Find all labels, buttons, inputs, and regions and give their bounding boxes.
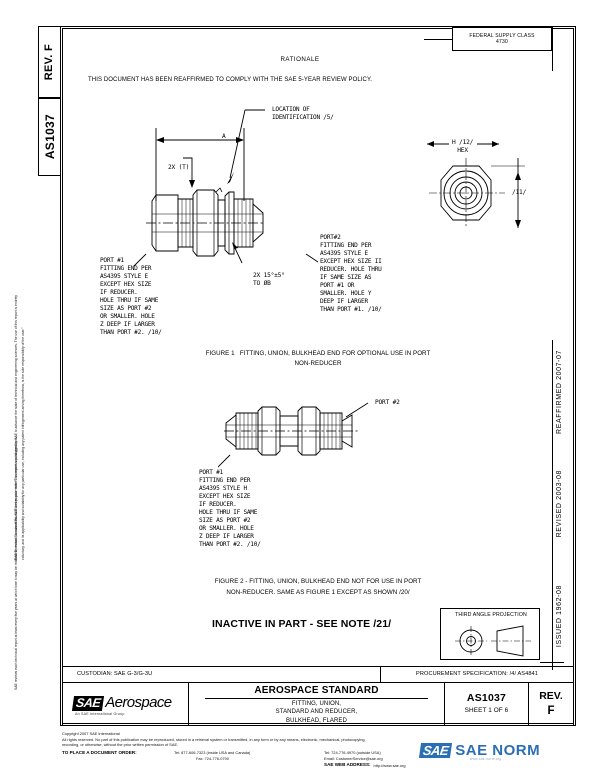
figure2-port2-label: PORT #2 <box>375 399 400 406</box>
title-block-main-row: SAE Aerospace An SAE International Group… <box>62 682 574 726</box>
third-angle-projection-label: THIRD ANGLE PROJECTION <box>455 612 527 618</box>
legal-notice-line-3: SAE reviews each technical report at lea… <box>14 436 18 690</box>
title-block: CUSTODIAN: SAE G-3/G-3U PROCUREMENT SPEC… <box>62 666 574 726</box>
footer-order-contacts-left: Tel: 877-606-7323 (inside USA and Canada… <box>174 750 324 761</box>
footer-address-value[interactable]: http://www.sae.org <box>373 763 406 769</box>
title-block-rev-label: REV. <box>539 690 563 702</box>
third-angle-projection-symbol <box>455 625 531 657</box>
custodian-field: CUSTODIAN: SAE G-3/G-3U <box>63 667 381 682</box>
title-block-top-row: CUSTODIAN: SAE G-3/G-3U PROCUREMENT SPEC… <box>62 666 574 682</box>
title-block-title-cell: AEROSPACE STANDARD FITTING, UNION, STAND… <box>189 683 445 725</box>
figure1-caption-line1: FIGURE 1 FITTING, UNION, BULKHEAD END FO… <box>205 350 431 357</box>
third-angle-projection-box: THIRD ANGLE PROJECTION <box>440 608 540 660</box>
footer-order-row: TO PLACE A DOCUMENT ORDER: Tel: 877-606-… <box>62 750 532 761</box>
rationale-body: THIS DOCUMENT HAS BEEN REAFFIRMED TO COM… <box>88 77 373 83</box>
footer-order-contacts-right: Tel: 724-776-4970 (outside USA) Email: C… <box>324 750 532 761</box>
title-block-sheet: SHEET 1 OF 6 <box>464 707 509 714</box>
figure1-end-view <box>427 141 525 228</box>
federal-supply-class-box: FEDERAL SUPPLY CLASS 4730 <box>452 27 552 51</box>
figure1-caption-line2: NON-REDUCER <box>294 360 342 367</box>
fsc-leader-line <box>424 39 452 40</box>
figure1-port1-note: PORT #1 FITTING END PER AS4395 STYLE E E… <box>100 257 162 337</box>
revised-date: REVISED 2003-08 <box>556 470 563 538</box>
sae-norm-watermark: SAE SAE NORM <box>418 742 541 759</box>
legal-notice-line-2: voluntary, and its applicability and sui… <box>21 327 25 560</box>
title-block-as-number: AS1037 <box>466 692 507 704</box>
figure2-caption-line2: NON-REDUCER. SAME AS FIGURE 1 EXCEPT AS … <box>226 589 410 596</box>
figure1-hex-dim: H /12/ HEX <box>452 139 474 154</box>
figure1-dim-2xt: 2X (T) <box>168 164 190 171</box>
footer-rights-line-1: All rights reserved. No part of this pub… <box>62 736 366 742</box>
drawing-frame-inner <box>62 28 574 724</box>
federal-supply-class-value: 4730 <box>496 39 508 46</box>
subtitle-line-2: STANDARD AND REDUCER, <box>275 709 358 716</box>
sae-logo-tagline: An SAE International Group <box>75 712 125 716</box>
federal-supply-class-label: FEDERAL SUPPLY CLASS <box>469 33 535 39</box>
watermark-mark: SAE <box>418 743 453 758</box>
subtitle-line-1: FITTING, UNION, <box>291 701 342 707</box>
footer-order-label: TO PLACE A DOCUMENT ORDER: <box>62 749 137 755</box>
footer: Copyright 2007 SAE International All rig… <box>62 731 532 769</box>
rev-tab-value: F <box>43 43 56 51</box>
procurement-specification-field: PROCUREMENT SPECIFICATION: /4/ AS4841 <box>416 671 538 677</box>
watermark-text: SAE NORM <box>455 742 541 759</box>
subtitle-line-3: BULKHEAD, FLARED <box>286 717 347 724</box>
fsc-vertical-rule <box>552 27 553 71</box>
footer-fax: Fax: 724-776-0790 <box>196 755 229 761</box>
heading-underline <box>205 698 428 699</box>
footer-address-label: SAE WEB ADDRESS: <box>324 762 371 768</box>
revision-dates-rule <box>552 340 553 670</box>
figure2-caption-line1: FIGURE 2 - FITTING, UNION, BULKHEAD END … <box>214 578 422 585</box>
title-block-rev-value: F <box>547 705 555 717</box>
title-block-number-cell: AS1037 SHEET 1 OF 6 <box>445 683 529 725</box>
figure1-ref-11: /11/ <box>512 189 527 196</box>
footer-copyright: Copyright 2007 SAE International <box>62 731 120 736</box>
rationale-title: RATIONALE <box>280 56 320 63</box>
aerospace-standard-heading: AEROSPACE STANDARD <box>254 685 379 696</box>
figure2-port1-note: PORT #1 FITTING END PER AS4395 STYLE H E… <box>199 469 261 549</box>
footer-rights-line-2: recording, or otherwise, without the pri… <box>62 742 179 748</box>
sae-aerospace-logo: SAE Aerospace An SAE International Group <box>63 683 189 725</box>
sae-logo-mark: SAE <box>71 696 105 711</box>
revision-dates-tick <box>540 662 564 663</box>
title-block-subtitle: FITTING, UNION, STANDARD AND REDUCER, BU… <box>189 700 444 725</box>
figure1-drawing <box>133 109 319 267</box>
footer-tel-inside: Tel: 877-606-7323 (inside USA and Canada… <box>174 749 251 755</box>
standard-number-tab-label: AS1037 <box>42 114 57 160</box>
figure1-dim-angle: 2X 15°±5° TO ØB <box>253 272 285 288</box>
standard-number-tab: AS1037 <box>38 98 61 176</box>
watermark-subtext: www.sae-norm.org <box>470 757 502 761</box>
footer-tel-outside: Tel: 724-776-4970 (outside USA) <box>324 749 381 755</box>
figure1-port2-note: PORT#2 FITTING END PER AS4395 STYLE E EX… <box>320 234 382 314</box>
figure1-dim-a: A <box>222 133 226 140</box>
sae-logo-word: Aerospace <box>105 694 172 711</box>
inactive-banner: INACTIVE IN PART - SEE NOTE /21/ <box>212 618 392 630</box>
figure1-identification-callout: LOCATION OF IDENTIFICATION /5/ <box>272 106 334 122</box>
figure2-drawing <box>218 402 369 468</box>
footer-email: Email: CustomerService@sae.org <box>324 755 383 761</box>
title-block-rev-cell: REV. F <box>529 683 573 725</box>
